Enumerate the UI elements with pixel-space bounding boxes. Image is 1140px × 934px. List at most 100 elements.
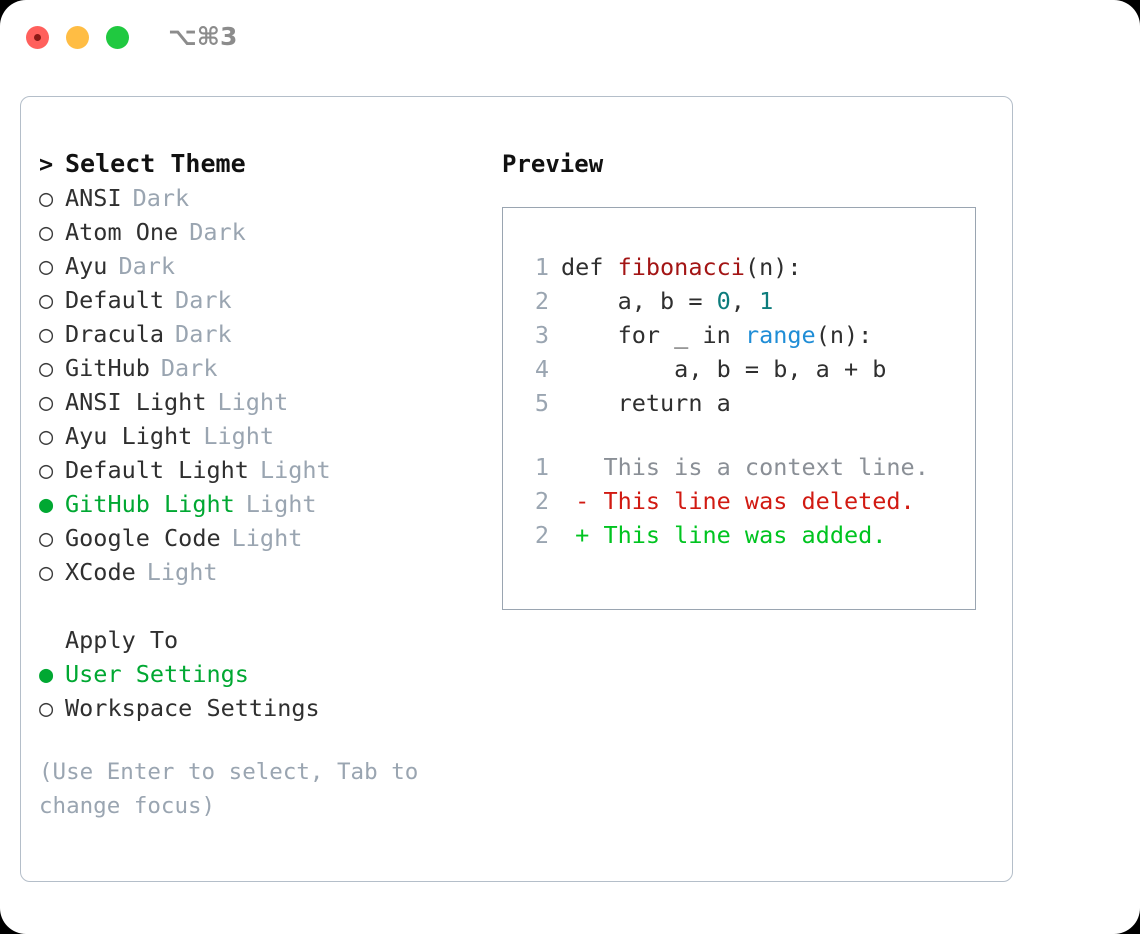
theme-variant-tag: Light	[203, 422, 275, 450]
diff-line: 2 + This line was added.	[503, 518, 975, 552]
radio-unselected-icon: ○	[39, 286, 54, 314]
window-controls	[26, 26, 129, 49]
select-theme-label: Select Theme	[65, 149, 246, 178]
code-token-num: 1	[759, 287, 774, 315]
caret-icon: >	[39, 150, 54, 178]
line-number: 2	[534, 287, 549, 315]
apply-to-label: Workspace Settings	[65, 694, 320, 722]
theme-name: ANSI Light	[65, 388, 207, 416]
minimize-window-icon[interactable]	[66, 26, 89, 49]
theme-list-item[interactable]: ○ Ayu Dark	[39, 249, 489, 283]
radio-unselected-icon: ○	[39, 184, 54, 212]
radio-unselected-icon: ○	[39, 422, 54, 450]
radio-unselected-icon: ○	[39, 388, 54, 416]
diff-text-deleted: - This line was deleted.	[561, 487, 915, 515]
diff-line: 2 - This line was deleted.	[503, 484, 975, 518]
apply-to-option[interactable]: ● User Settings	[39, 657, 489, 691]
code-line: 5 return a	[503, 386, 975, 420]
line-number: 2	[534, 521, 549, 549]
line-number: 1	[534, 253, 549, 281]
list-spacer	[39, 589, 489, 623]
apply-to-label: User Settings	[65, 660, 249, 688]
theme-name: XCode	[65, 558, 136, 586]
radio-selected-icon: ●	[39, 660, 54, 688]
theme-list-item[interactable]: ○ GitHub Dark	[39, 351, 489, 385]
theme-variant-tag: Dark	[118, 252, 176, 280]
theme-name: Ayu	[65, 252, 108, 280]
code-line: 4 a, b = b, a + b	[503, 352, 975, 386]
theme-name: Default	[65, 286, 165, 314]
code-token-call: range	[744, 321, 816, 349]
theme-variant-tag: Light	[245, 490, 317, 518]
radio-unselected-icon: ○	[39, 456, 54, 484]
radio-unselected-icon: ○	[39, 218, 54, 246]
maximize-window-icon[interactable]	[106, 26, 129, 49]
line-number: 3	[534, 321, 549, 349]
theme-variant-tag: Dark	[189, 218, 246, 246]
theme-name: Ayu Light	[65, 422, 193, 450]
radio-unselected-icon: ○	[39, 558, 54, 586]
theme-list-item[interactable]: ○ Ayu Light Light	[39, 419, 489, 453]
line-number: 2	[534, 487, 549, 515]
theme-variant-tag: Light	[217, 388, 289, 416]
apply-to-option[interactable]: ○ Workspace Settings	[39, 691, 489, 725]
close-window-icon[interactable]	[26, 26, 49, 49]
diff-spacer	[503, 420, 975, 450]
theme-name: Atom One	[65, 218, 179, 246]
line-number: 5	[534, 389, 549, 417]
radio-unselected-icon: ○	[39, 694, 54, 722]
theme-name: Google Code	[65, 524, 221, 552]
radio-unselected-icon: ○	[39, 252, 54, 280]
code-token-plain: a, b =	[561, 287, 717, 315]
keyboard-shortcut-label: ⌥⌘3	[168, 22, 238, 51]
diff-text-context: This is a context line.	[561, 453, 929, 481]
theme-name: GitHub Light	[65, 490, 235, 518]
code-token-fn: fibonacci	[617, 253, 745, 281]
theme-list-item[interactable]: ○ Google Code Light	[39, 521, 489, 555]
theme-list-item[interactable]: ○ Atom One Dark	[39, 215, 489, 249]
code-line: 2 a, b = 0, 1	[503, 284, 975, 318]
theme-list-item[interactable]: ○ Default Dark	[39, 283, 489, 317]
code-token-plain: ,	[730, 287, 760, 315]
theme-name: GitHub	[65, 354, 150, 382]
theme-variant-tag: Dark	[160, 354, 218, 382]
theme-list-item[interactable]: ○ ANSI Light Light	[39, 385, 489, 419]
theme-variant-tag: Light	[259, 456, 331, 484]
theme-variant-tag: Dark	[175, 286, 232, 314]
theme-list-item[interactable]: ○ Dracula Dark	[39, 317, 489, 351]
code-text: return a	[549, 386, 731, 420]
apply-to-heading: Apply To	[65, 626, 179, 654]
code-text: a, b = 0, 1	[549, 284, 774, 318]
select-theme-heading: > Select Theme	[39, 147, 489, 181]
code-text: def fibonacci(n):	[549, 250, 802, 284]
code-line: 3 for _ in range(n):	[503, 318, 975, 352]
code-token-plain: for _ in	[561, 321, 745, 349]
theme-list-item[interactable]: ○ Default Light Light	[39, 453, 489, 487]
preview-title: Preview	[502, 150, 604, 178]
radio-unselected-icon: ○	[39, 320, 54, 348]
theme-variant-tag: Dark	[175, 320, 232, 348]
theme-name: Dracula	[65, 320, 165, 348]
diff-line: 1 This is a context line.	[503, 450, 975, 484]
radio-unselected-icon: ○	[39, 524, 54, 552]
code-token-plain: a, b = b, a + b	[561, 355, 887, 383]
radio-unselected-icon: ○	[39, 354, 54, 382]
theme-list-item[interactable]: ○ XCode Light	[39, 555, 489, 589]
line-number: 1	[534, 453, 549, 481]
code-text: a, b = b, a + b	[549, 352, 886, 386]
theme-variant-tag: Dark	[132, 184, 190, 212]
code-token-plain: (n):	[744, 253, 802, 281]
theme-name: Default Light	[65, 456, 249, 484]
theme-variant-tag: Light	[146, 558, 218, 586]
theme-variant-tag: Light	[231, 524, 303, 552]
diff-text-added: + This line was added.	[561, 521, 887, 549]
code-token-plain: return a	[561, 389, 731, 417]
code-token-num: 0	[716, 287, 731, 315]
